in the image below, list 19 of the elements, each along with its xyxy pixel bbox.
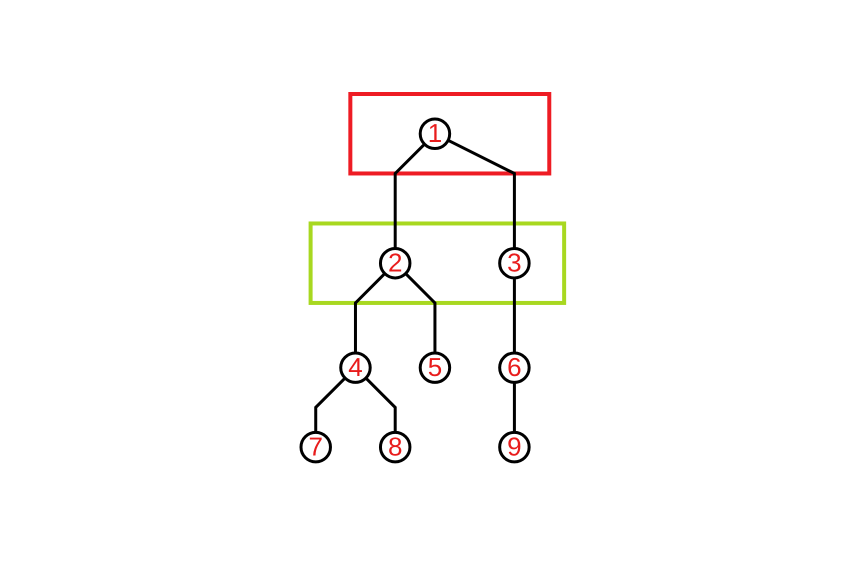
node-circle: 1: [419, 118, 452, 150]
node-circle: 6: [498, 352, 532, 384]
node-circle: 4: [340, 352, 372, 384]
connector: [314, 377, 347, 433]
connector: [513, 278, 516, 354]
node-circle: 2: [379, 247, 412, 280]
node-circle: 9: [498, 431, 532, 464]
node-circle: 5: [419, 352, 452, 384]
connector: [513, 382, 516, 433]
node-circle: 3: [498, 247, 532, 280]
node-circle: 7: [300, 431, 332, 464]
connector: [448, 139, 516, 249]
connector: [354, 272, 386, 354]
connector: [404, 272, 437, 354]
cluster: [309, 222, 567, 306]
node-circle: 8: [379, 431, 412, 464]
connector: [365, 377, 398, 433]
connector: [394, 143, 426, 249]
cluster: [348, 92, 552, 176]
